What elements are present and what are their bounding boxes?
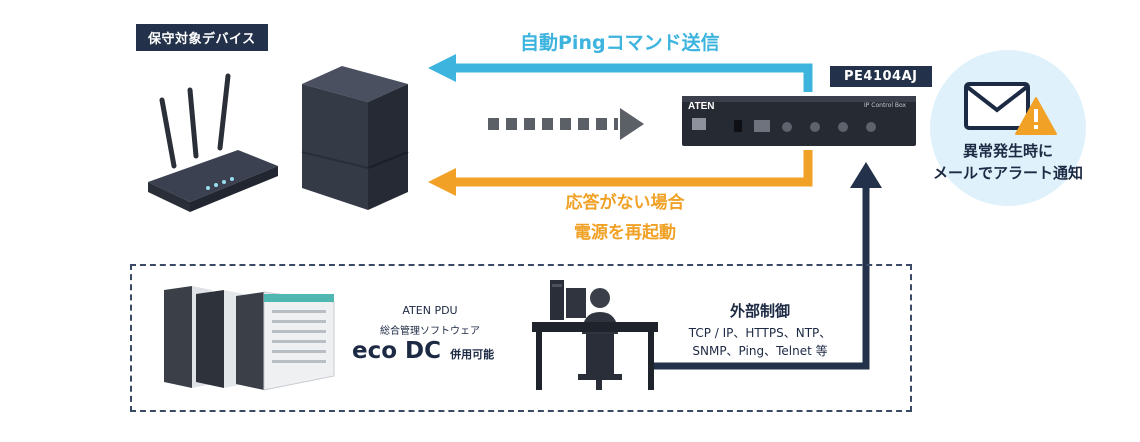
restart-label-line1: 応答がない場合 [565, 193, 685, 213]
lan-port [692, 118, 706, 130]
control-title: 外部制御 [729, 302, 790, 320]
eco-dc-line: eco DC 併用可能 [352, 338, 512, 364]
aten-pdu-label: ATEN PDU [402, 304, 458, 317]
power-outlet-2 [810, 122, 820, 132]
ip-control-box-icon: ATEN IP Control Box [682, 96, 916, 146]
external-control-area [130, 264, 912, 412]
dip-switch [754, 120, 770, 132]
warning-icon [1015, 97, 1057, 135]
control-line2: SNMP、Ping、Telnet 等 [692, 344, 828, 358]
alert-circle [930, 50, 1086, 206]
usb-port [734, 120, 742, 132]
restart-label-line2: 電源を再起動 [574, 223, 676, 243]
eco-dc-suffix: 併用可能 [450, 348, 495, 361]
power-outlet-4 [866, 122, 876, 132]
control-line1: TCP / IP、HTTPS、NTP、 [688, 326, 832, 340]
restart-label: 応答がない場合 電源を再起動 [545, 188, 705, 248]
ping-label: 自動Pingコマンド送信 [520, 32, 720, 54]
software-screens-icon [164, 286, 335, 391]
eco-dc-label: eco DC [352, 338, 442, 364]
restart-arrow [428, 150, 813, 196]
control-arrow [652, 162, 882, 370]
alert-text-line2: メールでアラート通知 [932, 164, 1083, 182]
power-outlet-1 [782, 122, 792, 132]
server-icon [301, 66, 409, 210]
alert-text-line1: 異常発生時に [962, 142, 1053, 160]
ping-arrow [428, 54, 813, 92]
router-icon [148, 73, 278, 212]
power-outlet-3 [838, 122, 848, 132]
pe-badge: PE4104AJ [830, 66, 932, 87]
mgmt-software-label: 総合管理ソフトウェア [380, 326, 480, 337]
dotted-gray-arrow [488, 108, 644, 140]
mail-icon [964, 82, 1030, 130]
device-brand: ATEN [688, 101, 715, 112]
alert-text: 異常発生時に メールでアラート通知 [910, 140, 1106, 184]
device-panel-title: IP Control Box [864, 102, 907, 109]
device-badge: 保守対象デバイス [136, 24, 268, 51]
workstation-icon [532, 280, 658, 390]
